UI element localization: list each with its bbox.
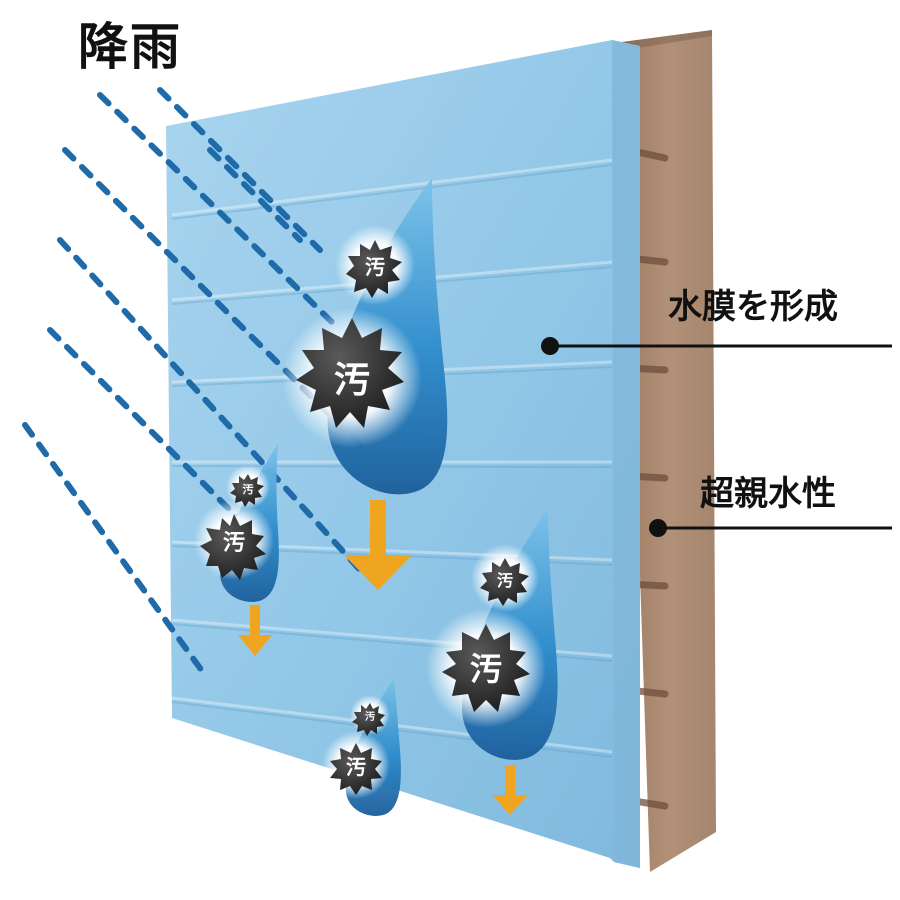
dirt-burst-icon: 汚 bbox=[471, 544, 539, 612]
diagram-title: 降雨 bbox=[78, 22, 182, 72]
super-hydrophilic-label: 超親水性 bbox=[700, 477, 836, 511]
dirt-label: 汚 bbox=[470, 650, 502, 688]
dirt-burst-icon: 汚 bbox=[335, 225, 415, 305]
dirt-label: 汚 bbox=[497, 571, 513, 590]
dirt-label: 汚 bbox=[365, 710, 375, 723]
dirt-burst-icon: 汚 bbox=[322, 731, 390, 799]
dirt-label: 汚 bbox=[223, 531, 245, 556]
water-film-label: 水膜を形成 bbox=[668, 290, 838, 324]
dirt-burst-icon: 汚 bbox=[282, 308, 422, 448]
dirt-burst-icon: 汚 bbox=[226, 465, 270, 509]
dirt-label: 汚 bbox=[365, 255, 385, 279]
dirt-burst-icon: 汚 bbox=[426, 608, 546, 728]
dirt-label: 汚 bbox=[243, 482, 254, 496]
dirt-label: 汚 bbox=[346, 755, 366, 779]
dirt-label: 汚 bbox=[334, 360, 370, 401]
dirt-burst-icon: 汚 bbox=[194, 500, 274, 580]
